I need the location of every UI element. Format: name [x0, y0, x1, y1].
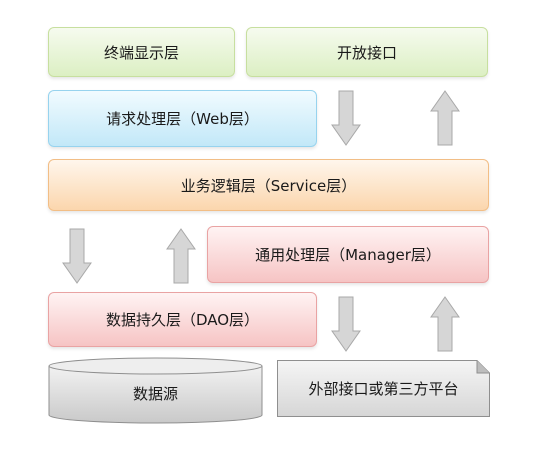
open-api-layer: 开放接口 — [246, 27, 488, 77]
dao-layer-label: 数据持久层（DAO层） — [105, 311, 260, 329]
service-layer: 业务逻辑层（Service层） — [48, 159, 489, 211]
up-arrow-icon — [430, 296, 460, 352]
web-layer: 请求处理层（Web层） — [48, 90, 317, 147]
dao-layer: 数据持久层（DAO层） — [48, 292, 317, 347]
open-api-label: 开放接口 — [336, 43, 397, 62]
database-cylinder-icon — [48, 357, 263, 424]
external-platform-label: 外部接口或第三方平台 — [308, 380, 459, 398]
terminal-display-label: 终端显示层 — [103, 43, 179, 62]
web-layer-label: 请求处理层（Web层） — [106, 110, 259, 128]
up-arrow-icon — [166, 228, 196, 284]
down-arrow-icon — [331, 90, 361, 146]
manager-layer: 通用处理层（Manager层） — [207, 226, 489, 283]
external-platform-box: 外部接口或第三方平台 — [277, 360, 490, 417]
terminal-display-layer: 终端显示层 — [48, 27, 235, 77]
manager-layer-label: 通用处理层（Manager层） — [255, 246, 441, 264]
data-source-cylinder: 数据源 — [48, 357, 263, 425]
data-source-label: 数据源 — [132, 385, 178, 403]
down-arrow-icon — [62, 228, 92, 284]
service-layer-label: 业务逻辑层（Service层） — [180, 176, 357, 195]
down-arrow-icon — [331, 296, 361, 352]
folded-corner-shape — [277, 360, 490, 417]
up-arrow-icon — [430, 90, 460, 146]
